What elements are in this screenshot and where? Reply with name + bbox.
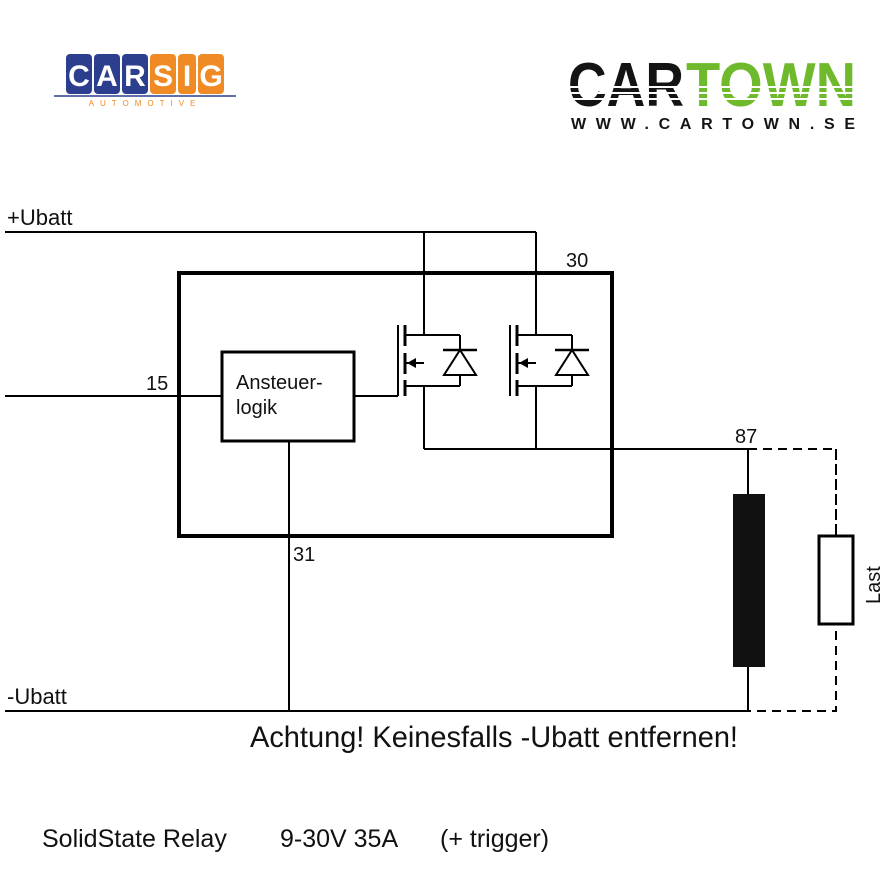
carsig-tile-g: G	[198, 54, 224, 94]
caption-trigger: (+ trigger)	[440, 825, 549, 853]
logic-label-line1: Ansteuer-	[236, 372, 323, 394]
cartown-logo-car: CAR	[568, 51, 684, 120]
mosfet-1-symbol	[397, 325, 478, 396]
carsig-tile-c: C	[66, 54, 92, 94]
cartown-logo: CAR TOWN WWW.CARTOWN.SE	[566, 51, 858, 133]
load-resistor-symbol	[817, 534, 855, 626]
carsig-tile-i: I	[178, 54, 196, 94]
carsig-subtitle: AUTOMOTIVE	[89, 99, 202, 108]
wiring	[5, 231, 837, 712]
carsig-letter-a: A	[96, 60, 118, 93]
carsig-tile-a: A	[94, 54, 120, 94]
cartown-logo-town: TOWN	[686, 51, 856, 120]
mosfet1-body-diode-icon	[442, 348, 478, 376]
relay-housing	[177, 271, 614, 538]
pin-87-label: 87	[735, 426, 757, 448]
carsig-letter-s: S	[153, 60, 173, 93]
warning-text: Achtung! Keinesfalls -Ubatt entfernen!	[250, 721, 738, 754]
caption-spec: 9-30V 35A	[280, 825, 398, 853]
carsig-tile-s: S	[150, 54, 176, 94]
negative-rail-label: -Ubatt	[7, 684, 67, 709]
mosfet2-body-diode-icon	[554, 348, 590, 376]
mosfet1-arrow	[407, 358, 416, 368]
carsig-logo: C A R S I G AUTOMOTIVE	[54, 54, 236, 108]
caption-product: SolidState Relay	[42, 825, 227, 853]
carsig-letter-r: R	[124, 60, 146, 93]
logic-label-line2: logik	[236, 397, 278, 419]
control-logic-block	[220, 350, 356, 443]
positive-rail-label: +Ubatt	[7, 205, 72, 230]
mosfet2-arrow	[519, 358, 528, 368]
cartown-stripes	[566, 86, 858, 100]
carsig-letter-g: G	[199, 60, 222, 93]
load-coil-block	[733, 494, 765, 667]
carsig-letter-i: I	[183, 60, 191, 93]
pin-30-label: 30	[566, 250, 588, 272]
pin-31-label: 31	[293, 544, 315, 566]
carsig-tile-r: R	[122, 54, 148, 94]
mosfet-2-symbol	[509, 325, 590, 396]
pin-15-label: 15	[146, 373, 168, 395]
load-label: Last	[863, 566, 885, 604]
carsig-letter-c: C	[68, 60, 90, 93]
